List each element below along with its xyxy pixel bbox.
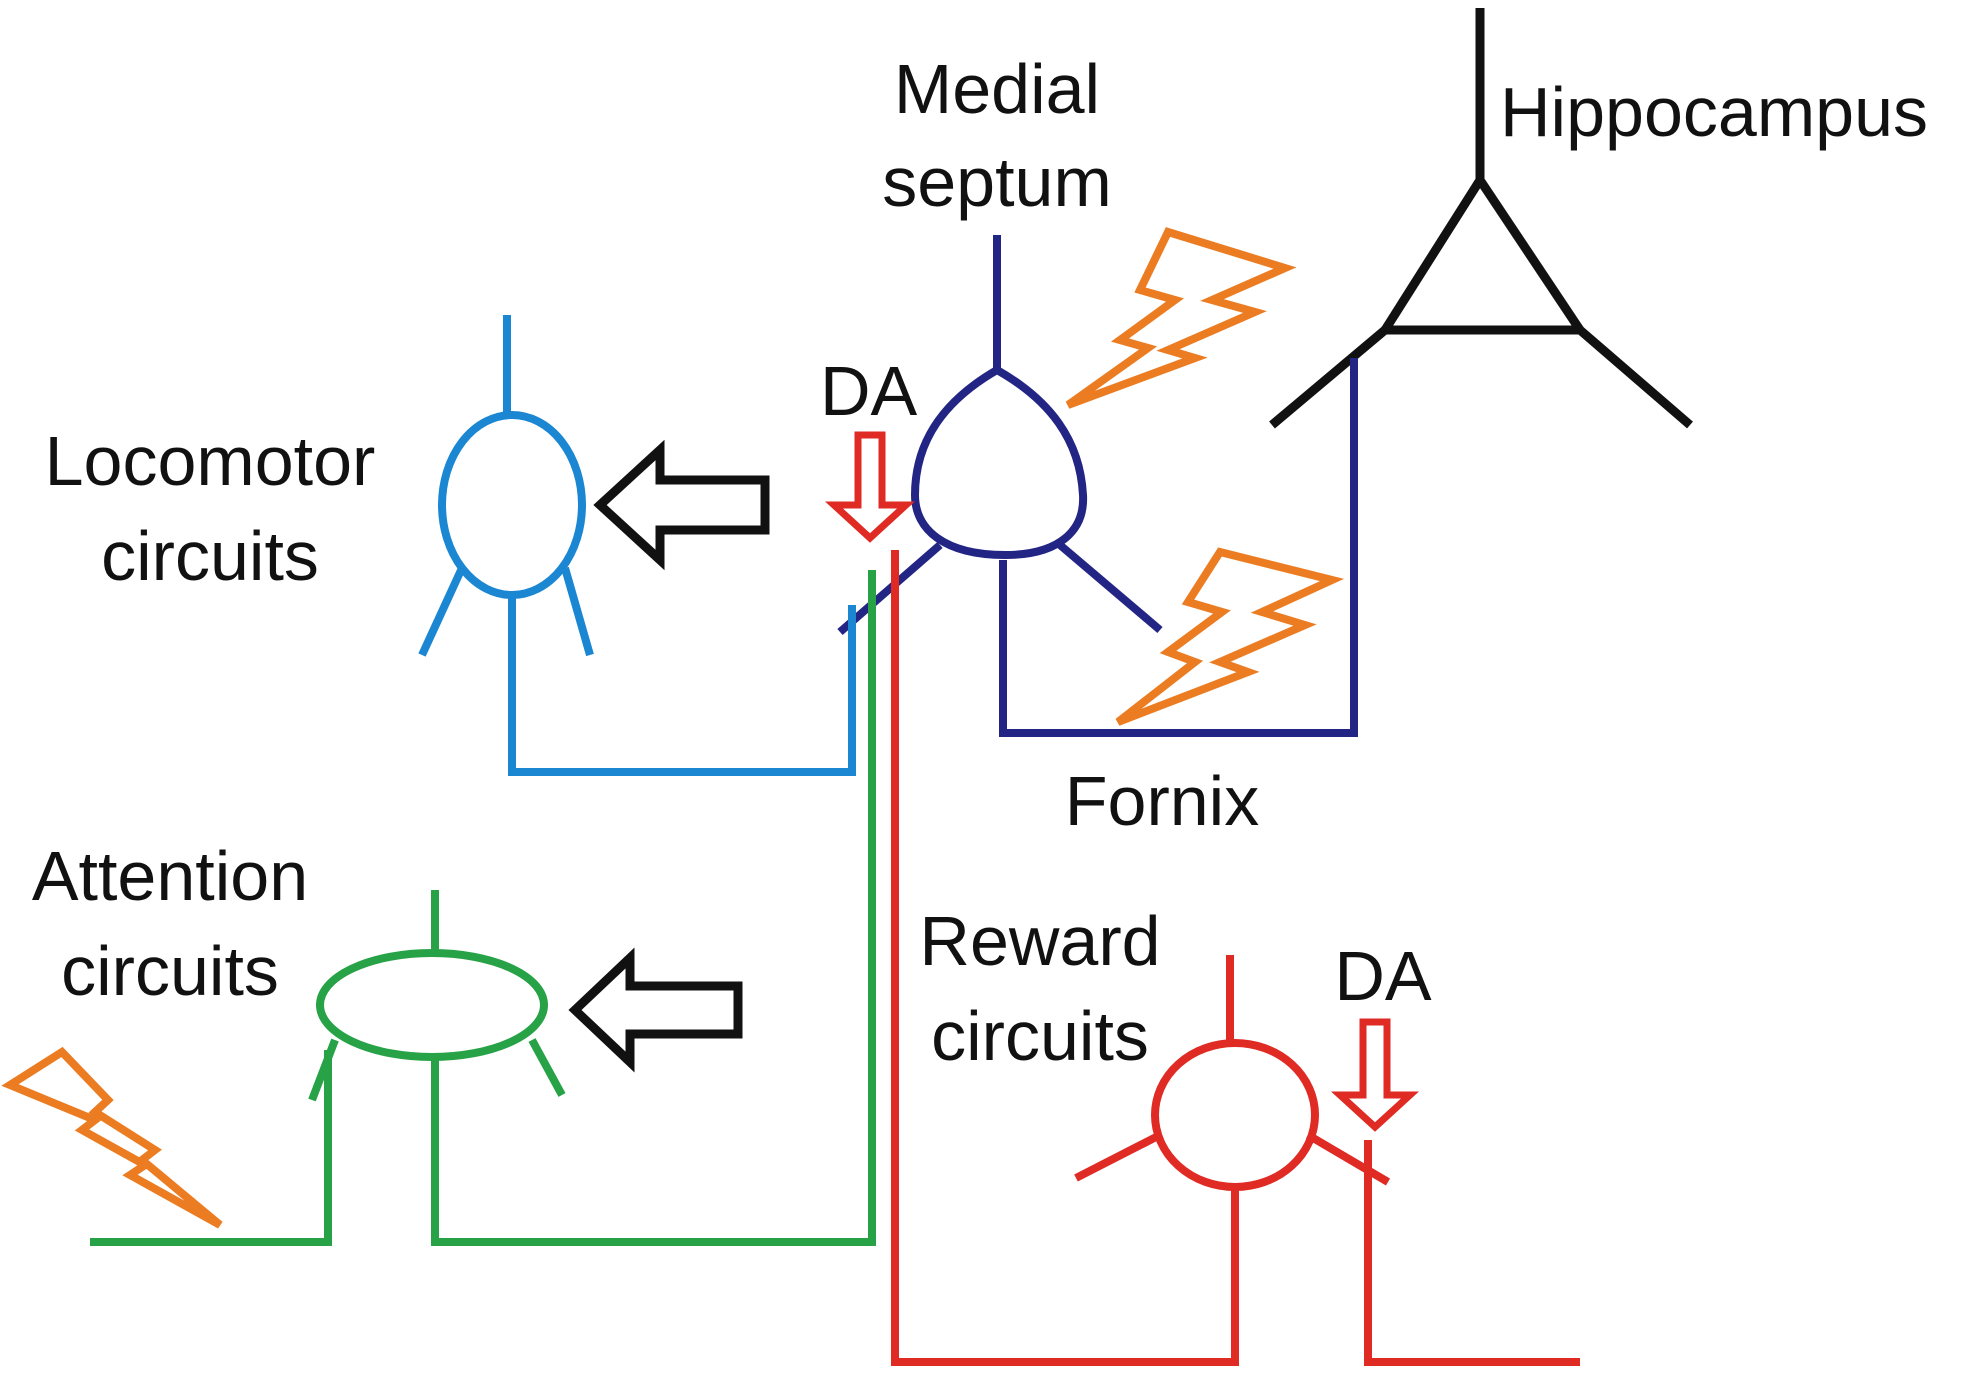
attention-label-line1: Attention bbox=[32, 837, 308, 915]
lightning-bolt-icon bbox=[1, 1046, 223, 1229]
medial-septum-neuron bbox=[837, 235, 1358, 737]
da-reward-label: DA bbox=[1334, 937, 1432, 1015]
hippocampus-label: Hippocampus bbox=[1500, 73, 1928, 151]
reward-label-line2: circuits bbox=[931, 997, 1149, 1075]
medial-septum-label-line1: Medial bbox=[894, 50, 1100, 128]
da-down-arrow-icon bbox=[825, 431, 915, 543]
locomotor-label-line1: Locomotor bbox=[45, 422, 376, 500]
attention-label-line2: circuits bbox=[61, 932, 279, 1010]
fornix-label: Fornix bbox=[1065, 762, 1259, 840]
fornix-pathway bbox=[999, 358, 1358, 737]
hollow-left-arrow-icon bbox=[568, 947, 743, 1073]
hollow-left-arrow-icon bbox=[593, 439, 770, 571]
lightning-bolt-icon bbox=[1065, 227, 1297, 409]
reward-label-line1: Reward bbox=[919, 902, 1160, 980]
locomotor-neuron bbox=[418, 315, 856, 776]
lightning-bolt-icon bbox=[1115, 547, 1345, 726]
da-down-arrow-icon bbox=[1330, 1018, 1420, 1132]
locomotor-label-line2: circuits bbox=[101, 517, 319, 595]
hippocampus-neuron bbox=[1269, 8, 1693, 429]
reward-neuron bbox=[891, 550, 1580, 1366]
medial-septum-label-line2: septum bbox=[882, 143, 1112, 221]
attention-neuron bbox=[90, 570, 876, 1246]
da-septum-label: DA bbox=[820, 352, 918, 430]
